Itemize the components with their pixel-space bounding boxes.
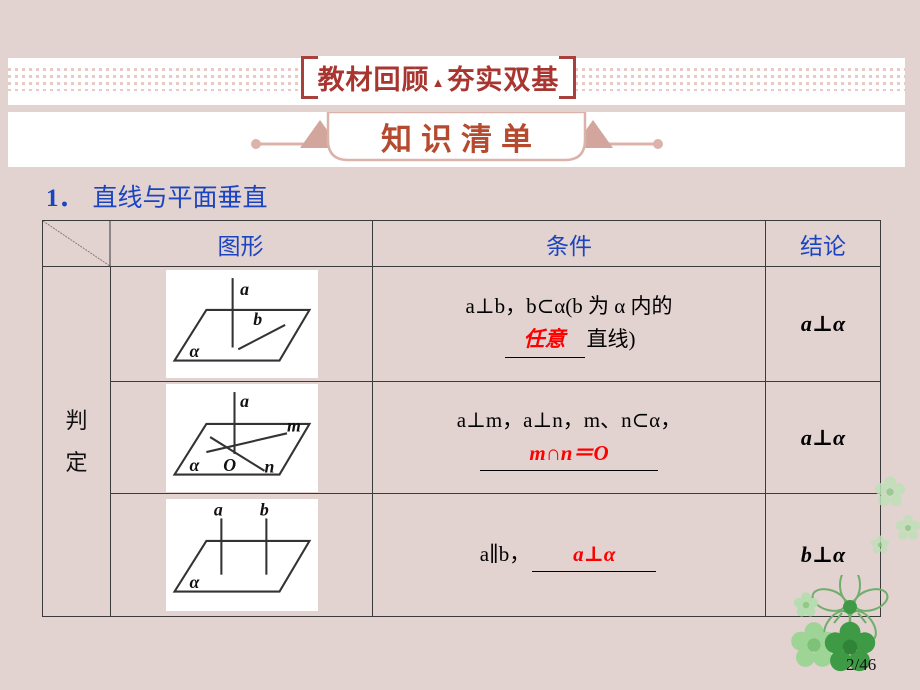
bracket-left-icon — [301, 56, 320, 99]
heading-text: 直线与平面垂直 — [92, 185, 268, 212]
knowledge-list-ribbon: 知识清单 — [8, 112, 905, 167]
condition-cell-3: a∥b，a⊥α — [372, 493, 766, 617]
page-title: 1． 直线与平面垂直 — [46, 178, 268, 214]
triangle-separator-icon: ▲ — [431, 75, 446, 90]
conclusion-cell-2: a⊥α — [765, 381, 881, 494]
flower-decoration-bottom — [791, 575, 889, 672]
condition-1-tail: 直线) — [586, 327, 636, 351]
knowledge-table: 图形 条件 结论 判 定 a b α — [42, 220, 881, 617]
condition-3-blank: a⊥α — [532, 538, 657, 573]
figure-cell-3: a b α — [110, 493, 373, 617]
diagonal-divider-icon — [43, 221, 111, 266]
figure3-label-a: a — [213, 501, 222, 520]
page-number: 2/46 — [846, 655, 877, 674]
section-title-left: 教材回顾 — [317, 65, 430, 95]
figure1-label-a: a — [240, 279, 249, 299]
table-corner-cell: 图形 — [42, 220, 373, 267]
table-header-row: 图形 条件 结论 — [42, 220, 881, 267]
condition-3-line1: a∥b， — [479, 541, 531, 566]
conclusion-cell-1: a⊥α — [765, 266, 881, 382]
table-row: 判 定 a b α a⊥b，b⊂α(b 为 α 内的 — [42, 266, 881, 617]
figure2-label-alpha: α — [189, 454, 200, 474]
figure-perpendicular-any-line: a b α — [172, 278, 311, 362]
condition-2-blank: m∩n＝O — [480, 437, 658, 472]
condition-cell-2: a⊥m，a⊥n，m、n⊂α， m∩n＝O — [372, 381, 766, 494]
figure-two-intersecting-lines: a m n O α — [172, 391, 311, 476]
figure2-label-o: O — [223, 454, 236, 474]
condition-cell-1: a⊥b，b⊂α(b 为 α 内的 任意直线) — [372, 266, 766, 382]
figure3-label-b: b — [259, 501, 268, 520]
figure1-label-b: b — [253, 309, 262, 329]
judge-char-2: 定 — [65, 449, 88, 475]
figure-cell-1: a b α — [110, 266, 373, 382]
conclusion-cell-3: b⊥α — [765, 493, 881, 617]
figure2-label-m: m — [287, 415, 301, 435]
figure1-label-alpha: α — [189, 341, 200, 361]
figure2-label-n: n — [264, 456, 274, 476]
knowledge-list-label: 知识清单 — [381, 121, 541, 157]
figure-cell-2: a m n O α — [110, 381, 373, 494]
judge-char-1: 判 — [65, 407, 88, 433]
figure3-label-alpha: α — [189, 572, 200, 592]
ribbon-graphic — [251, 112, 663, 162]
section-title-text: 教材回顾▲夯实双基 — [318, 58, 560, 97]
header-figure: 图形 — [217, 233, 264, 259]
bracket-right-icon — [557, 56, 576, 99]
row-group-label-judge: 判 定 — [42, 266, 111, 617]
header-condition: 条件 — [372, 220, 766, 267]
figure-parallel-lines: a b α — [172, 501, 311, 593]
condition-2-line1: a⊥m，a⊥n，m、n⊂α， — [456, 407, 682, 432]
header-conclusion: 结论 — [765, 220, 881, 267]
heading-number: 1． — [46, 185, 84, 212]
condition-1-line1: a⊥b，b⊂α(b 为 α 内的 — [465, 294, 673, 319]
section-title-right: 夯实双基 — [447, 65, 560, 95]
figure2-label-a: a — [240, 391, 249, 411]
condition-1-blank: 任意 — [504, 323, 585, 358]
table-row: a b α a∥b，a⊥α b⊥α — [43, 493, 881, 617]
flower-decoration-middle — [871, 476, 920, 554]
table-row: a m n O α a⊥m，a⊥n，m、n⊂α， m∩n＝O a⊥α — [43, 381, 881, 494]
section-title-box: 教材回顾▲夯实双基 — [301, 56, 576, 99]
